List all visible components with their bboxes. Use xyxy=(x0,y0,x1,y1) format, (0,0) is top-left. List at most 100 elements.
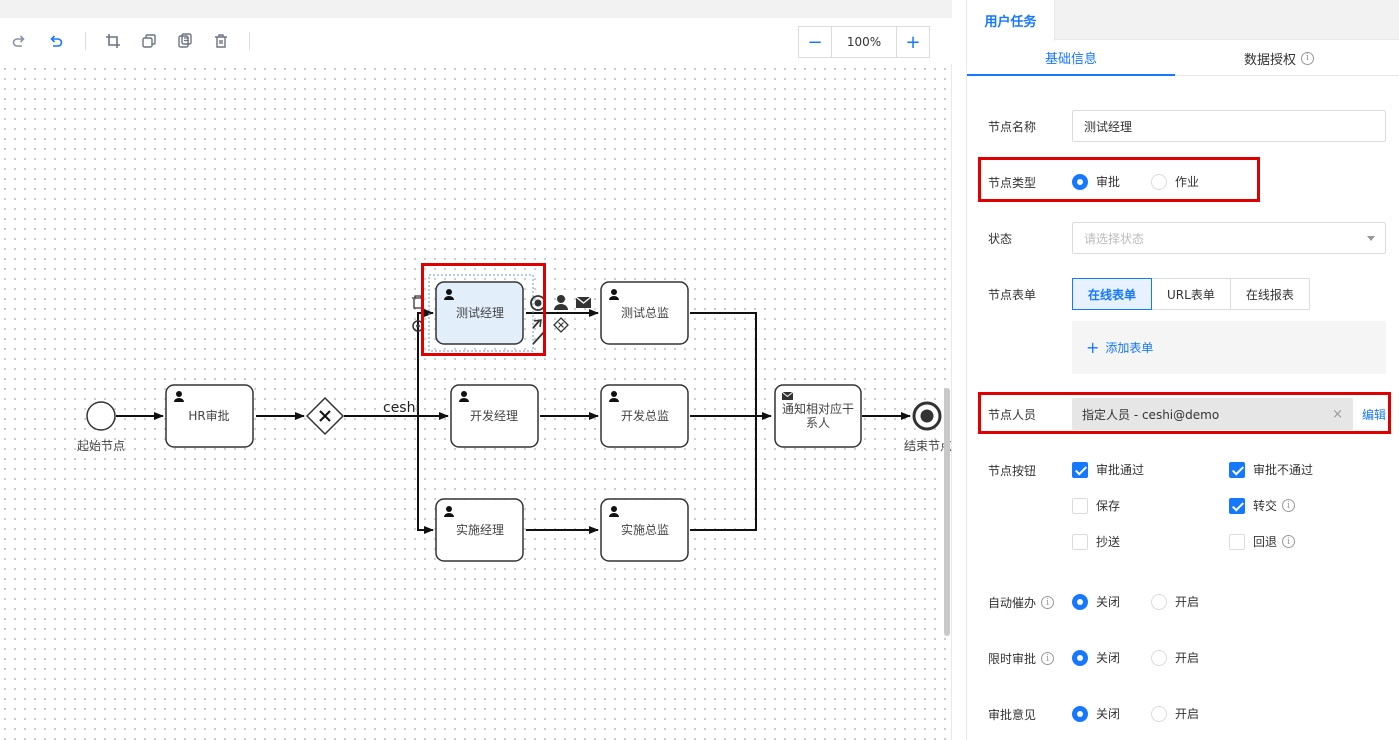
info-icon[interactable]: i xyxy=(1282,535,1296,548)
tab-basic-info[interactable]: 基础信息 xyxy=(967,40,1175,76)
radio-dot xyxy=(1151,173,1167,190)
tab-data-auth-label: 数据授权 xyxy=(1243,52,1296,68)
zoom-in-button[interactable]: + xyxy=(905,31,921,53)
node-form-type-switch: 在线表单 URL表单 在线报表 xyxy=(1072,278,1310,310)
task-hr-approval[interactable]: HR审批 xyxy=(165,384,254,448)
opinion-label: 审批意见 xyxy=(988,708,1037,722)
end-event[interactable] xyxy=(912,401,942,431)
crop-icon[interactable] xyxy=(100,28,126,54)
btn-cc-checkbox[interactable]: 抄送 xyxy=(1072,533,1120,550)
task-test-director[interactable]: 测试总监 xyxy=(600,281,689,345)
task-impl-director[interactable]: 实施总监 xyxy=(600,498,689,562)
trash-icon[interactable] xyxy=(412,295,424,309)
mail-icon[interactable] xyxy=(575,296,592,308)
auto-urge-on-radio[interactable]: 开启 xyxy=(1151,593,1199,610)
time-limit-on-radio[interactable]: 开启 xyxy=(1151,649,1199,666)
status-select[interactable]: 请选择状态 xyxy=(1072,222,1386,254)
radio-dot xyxy=(1151,593,1167,610)
flow-label: ceshi xyxy=(383,400,419,416)
btn-rollback-checkbox[interactable]: 回退 i xyxy=(1229,533,1296,550)
node-name-label: 节点名称 xyxy=(988,120,1037,134)
add-form-button[interactable]: + 添加表单 xyxy=(1072,321,1386,374)
checkbox-label: 抄送 xyxy=(1096,535,1121,549)
task-label-line1: 通知相对应干 xyxy=(782,401,854,416)
time-limit-label-wrap: 限时审批 i xyxy=(988,650,1055,667)
checkbox-box xyxy=(1072,461,1088,478)
node-person-input[interactable]: 指定人员 - ceshi@demo × xyxy=(1072,398,1353,430)
redo-icon[interactable] xyxy=(6,28,32,54)
zoom-out-button[interactable]: − xyxy=(807,31,823,53)
properties-panel: 用户任务 基础信息 数据授权 i 节点名称 测试经理 节点类型 审批 作业 状态… xyxy=(966,0,1399,740)
user-icon xyxy=(609,289,619,300)
bpmn-canvas[interactable]: − 100% + xyxy=(0,0,952,740)
form-type-online[interactable]: 在线表单 xyxy=(1072,278,1153,310)
task-dev-director[interactable]: 开发总监 xyxy=(600,384,689,448)
task-label: HR审批 xyxy=(188,408,229,423)
connect-icon[interactable] xyxy=(532,319,545,345)
info-icon[interactable]: i xyxy=(1301,51,1314,65)
radio-dot xyxy=(1072,593,1088,610)
radio-dot xyxy=(1072,173,1088,190)
opinion-on-radio[interactable]: 开启 xyxy=(1151,705,1199,722)
tab-user-task[interactable]: 用户任务 xyxy=(967,0,1055,41)
node-name-input[interactable]: 测试经理 xyxy=(1072,110,1386,142)
task-dev-manager[interactable]: 开发经理 xyxy=(450,384,539,448)
user-icon xyxy=(444,506,454,517)
start-event[interactable] xyxy=(86,401,116,431)
user-icon xyxy=(609,506,619,517)
status-placeholder: 请选择状态 xyxy=(1084,231,1145,246)
form-type-report[interactable]: 在线报表 xyxy=(1229,278,1310,310)
sequence-flows xyxy=(116,309,911,534)
radio-dot xyxy=(1072,705,1088,722)
radio-label: 开启 xyxy=(1175,595,1200,609)
btn-save-checkbox[interactable]: 保存 xyxy=(1072,497,1120,514)
toolbar-divider xyxy=(85,32,86,50)
info-icon[interactable]: i xyxy=(1282,499,1296,512)
task-label: 测试经理 xyxy=(456,305,504,320)
btn-approve-checkbox[interactable]: 审批通过 xyxy=(1072,461,1144,478)
context-pad xyxy=(412,295,592,345)
radio-label: 开启 xyxy=(1175,651,1200,665)
auto-urge-off-radio[interactable]: 关闭 xyxy=(1072,593,1120,610)
info-icon[interactable]: i xyxy=(1041,652,1055,665)
user-icon xyxy=(174,391,184,402)
info-icon[interactable]: i xyxy=(1041,596,1055,609)
time-limit-off-radio[interactable]: 关闭 xyxy=(1072,649,1120,666)
form-type-url[interactable]: URL表单 xyxy=(1151,278,1231,310)
copy-icon[interactable] xyxy=(136,28,162,54)
node-type-work-radio[interactable]: 作业 xyxy=(1151,173,1199,190)
task-impl-manager[interactable]: 实施经理 xyxy=(435,498,524,562)
task-label: 实施总监 xyxy=(621,522,669,537)
checkbox-label: 回退 xyxy=(1253,535,1278,549)
bpmn-diagram[interactable]: 起始节点 HR审批 ceshi 测试经理 xyxy=(0,0,952,740)
checkbox-label: 审批通过 xyxy=(1096,463,1145,477)
tab-data-auth[interactable]: 数据授权 i xyxy=(1175,40,1383,76)
exclusive-gateway[interactable] xyxy=(305,396,345,436)
edit-person-link[interactable]: 编辑 xyxy=(1362,408,1387,422)
radio-label: 开启 xyxy=(1175,707,1200,721)
status-label: 状态 xyxy=(988,232,1013,246)
auto-urge-label-wrap: 自动催办 i xyxy=(988,594,1055,611)
vertical-scrollbar[interactable] xyxy=(944,388,950,636)
auto-urge-label: 自动催办 xyxy=(988,596,1037,610)
radio-label: 审批 xyxy=(1096,175,1121,189)
task-notify[interactable]: 通知相对应干 系人 xyxy=(774,384,862,448)
selection-outline xyxy=(428,274,534,352)
checkbox-label: 保存 xyxy=(1096,499,1121,513)
undo-icon[interactable] xyxy=(43,28,69,54)
btn-reject-checkbox[interactable]: 审批不通过 xyxy=(1229,461,1313,478)
top-strip xyxy=(0,0,952,18)
paste-icon[interactable] xyxy=(172,28,198,54)
node-type-approve-radio[interactable]: 审批 xyxy=(1072,173,1120,190)
delete-icon[interactable] xyxy=(208,28,234,54)
radio-label: 关闭 xyxy=(1096,595,1121,609)
clear-icon[interactable]: × xyxy=(1332,406,1343,422)
gateway-icon[interactable] xyxy=(553,317,569,333)
user-task-icon[interactable] xyxy=(554,295,568,310)
opinion-off-radio[interactable]: 关闭 xyxy=(1072,705,1120,722)
node-form-label: 节点表单 xyxy=(988,288,1037,302)
task-test-manager[interactable]: 测试经理 xyxy=(435,281,524,345)
